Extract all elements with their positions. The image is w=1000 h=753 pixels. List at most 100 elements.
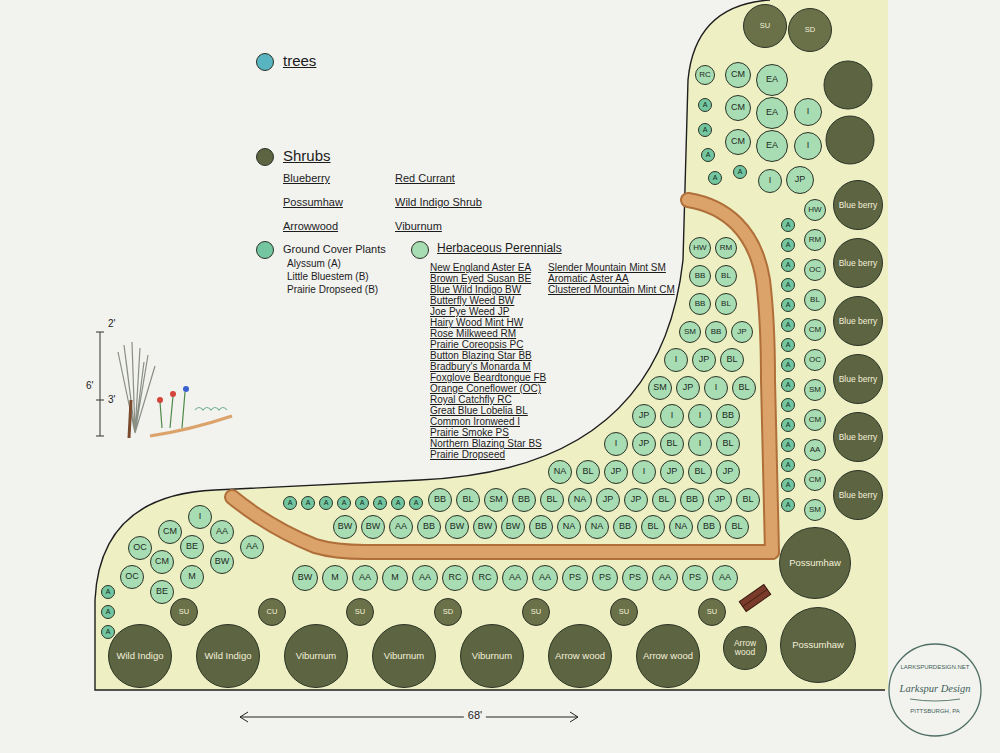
plant-code: BE	[156, 587, 168, 596]
ground-cover-circle: A	[701, 148, 715, 162]
perennial-circle: CM	[804, 469, 826, 491]
plant-code: RC	[449, 573, 462, 582]
plant-code: A	[786, 381, 791, 388]
perennial-circle: AA	[652, 565, 678, 591]
plant-code: A	[713, 174, 718, 181]
shrub-circle: Arrow wood	[548, 624, 612, 688]
plant-code: BB	[619, 522, 631, 531]
ground-cover-name: Prairie Dropseed (B)	[287, 284, 378, 295]
watermark-text: PITTSBURGH, PA	[910, 708, 960, 715]
shrub-circle: Arrow wood	[636, 624, 700, 688]
ground-cover-circle: A	[781, 498, 795, 512]
perennial-circle: SM	[804, 499, 826, 521]
plant-code: A	[786, 361, 791, 368]
perennial-name: Common Ironweed I	[430, 416, 520, 427]
perennial-circle: PS	[622, 565, 648, 591]
plant-code: BL	[731, 522, 742, 531]
plant-code: A	[106, 608, 111, 615]
plant-sketch	[96, 332, 232, 438]
perennial-circle: AA	[712, 565, 738, 591]
plant-code: BL	[582, 467, 593, 476]
plant-code: A	[360, 499, 365, 506]
perennial-circle: BL	[715, 265, 737, 287]
garden-path	[232, 200, 772, 552]
perennial-circle: BW	[361, 515, 385, 539]
perennial-circle: JP	[786, 166, 814, 194]
plant-code: JP	[795, 175, 806, 184]
perennial-circle: RM	[804, 229, 826, 251]
perennial-circle: BB	[680, 488, 704, 512]
plant-code: AA	[216, 527, 228, 536]
ground-cover-circle: A	[698, 123, 712, 137]
plant-code: I	[807, 107, 810, 116]
perennial-circle: BW	[210, 550, 234, 574]
perennial-name: Butterfly Weed BW	[430, 295, 514, 306]
plant-code: M	[391, 573, 399, 582]
flower	[183, 386, 189, 392]
plant-code: BW	[506, 522, 521, 531]
shrub-name: Blueberry	[283, 172, 330, 184]
small-shrub-circle: SU	[522, 598, 550, 626]
shrub-circle: Blue berry	[833, 238, 883, 288]
perennial-circle: AA	[389, 515, 413, 539]
legend-label: trees	[283, 53, 316, 70]
perennial-circle: BL	[736, 488, 760, 512]
ground-cover-circle: A	[101, 605, 115, 619]
plant-code: A	[786, 501, 791, 508]
perennial-circle: I	[632, 460, 656, 484]
perennial-circle: BW	[501, 515, 525, 539]
shrub-circle: Blue berry	[833, 412, 883, 462]
legend-swatch	[256, 241, 274, 259]
perennial-circle: RC	[695, 65, 715, 85]
small-shrub-circle: SU	[610, 598, 638, 626]
plant-code: EA	[766, 75, 778, 84]
plant-code: CM	[731, 137, 745, 146]
perennial-circle: OC	[804, 349, 826, 371]
perennial-circle: BE	[150, 580, 174, 604]
plant-code: BL	[462, 495, 473, 504]
plant-code: JP	[667, 467, 678, 476]
plant-code: A	[306, 499, 311, 506]
small-shrub-circle: CU	[258, 598, 286, 626]
perennial-name: Prairie Smoke PS	[430, 427, 509, 438]
plant-code: BB	[518, 495, 530, 504]
plant-code: JP	[715, 495, 726, 504]
plant-code: JP	[611, 467, 622, 476]
perennial-circle: RC	[442, 565, 468, 591]
plant-code: Viburnum	[296, 651, 337, 661]
ground-cover-circle: A	[373, 496, 387, 510]
height-label: 6'	[86, 380, 93, 391]
shrub-circle: Possumhaw	[779, 527, 851, 599]
perennial-circle: BL	[715, 293, 737, 315]
plant-code: BL	[546, 495, 557, 504]
plant-code: SU	[531, 608, 541, 616]
plant-code: CU	[267, 608, 278, 616]
plant-code: SM	[489, 495, 503, 504]
ground-cover-circle: A	[781, 338, 795, 352]
perennial-circle: SM	[484, 488, 508, 512]
plant-code: SM	[809, 506, 821, 514]
perennial-circle: EA	[756, 130, 788, 162]
plant-code: Arrow wood	[726, 639, 764, 657]
plant-code: SU	[619, 608, 629, 616]
plant-code: EA	[766, 108, 778, 117]
unlabeled-shrubs	[824, 61, 874, 164]
perennial-name: Clustered Mountain Mint CM	[548, 284, 675, 295]
plant-code: A	[738, 168, 743, 175]
bench	[739, 584, 770, 611]
perennial-circle: NA	[568, 488, 592, 512]
ground-cover-circle: A	[283, 496, 297, 510]
shrub-circle: Viburnum	[284, 624, 348, 688]
watermark-text: Larkspur Design	[900, 683, 971, 695]
perennial-circle: PS	[682, 565, 708, 591]
perennial-name: Bradbury's Monarda M	[430, 361, 531, 372]
plant-code: JP	[737, 328, 746, 336]
perennial-name: Orange Coneflower (OC)	[430, 383, 541, 394]
perennial-name: Royal Catchfly RC	[430, 394, 512, 405]
shrub-name: Possumhaw	[283, 196, 343, 208]
perennial-circle: AA	[532, 565, 558, 591]
plant-code: RC	[699, 71, 711, 79]
plant-code: A	[324, 499, 329, 506]
plant-code: CM	[155, 557, 169, 566]
